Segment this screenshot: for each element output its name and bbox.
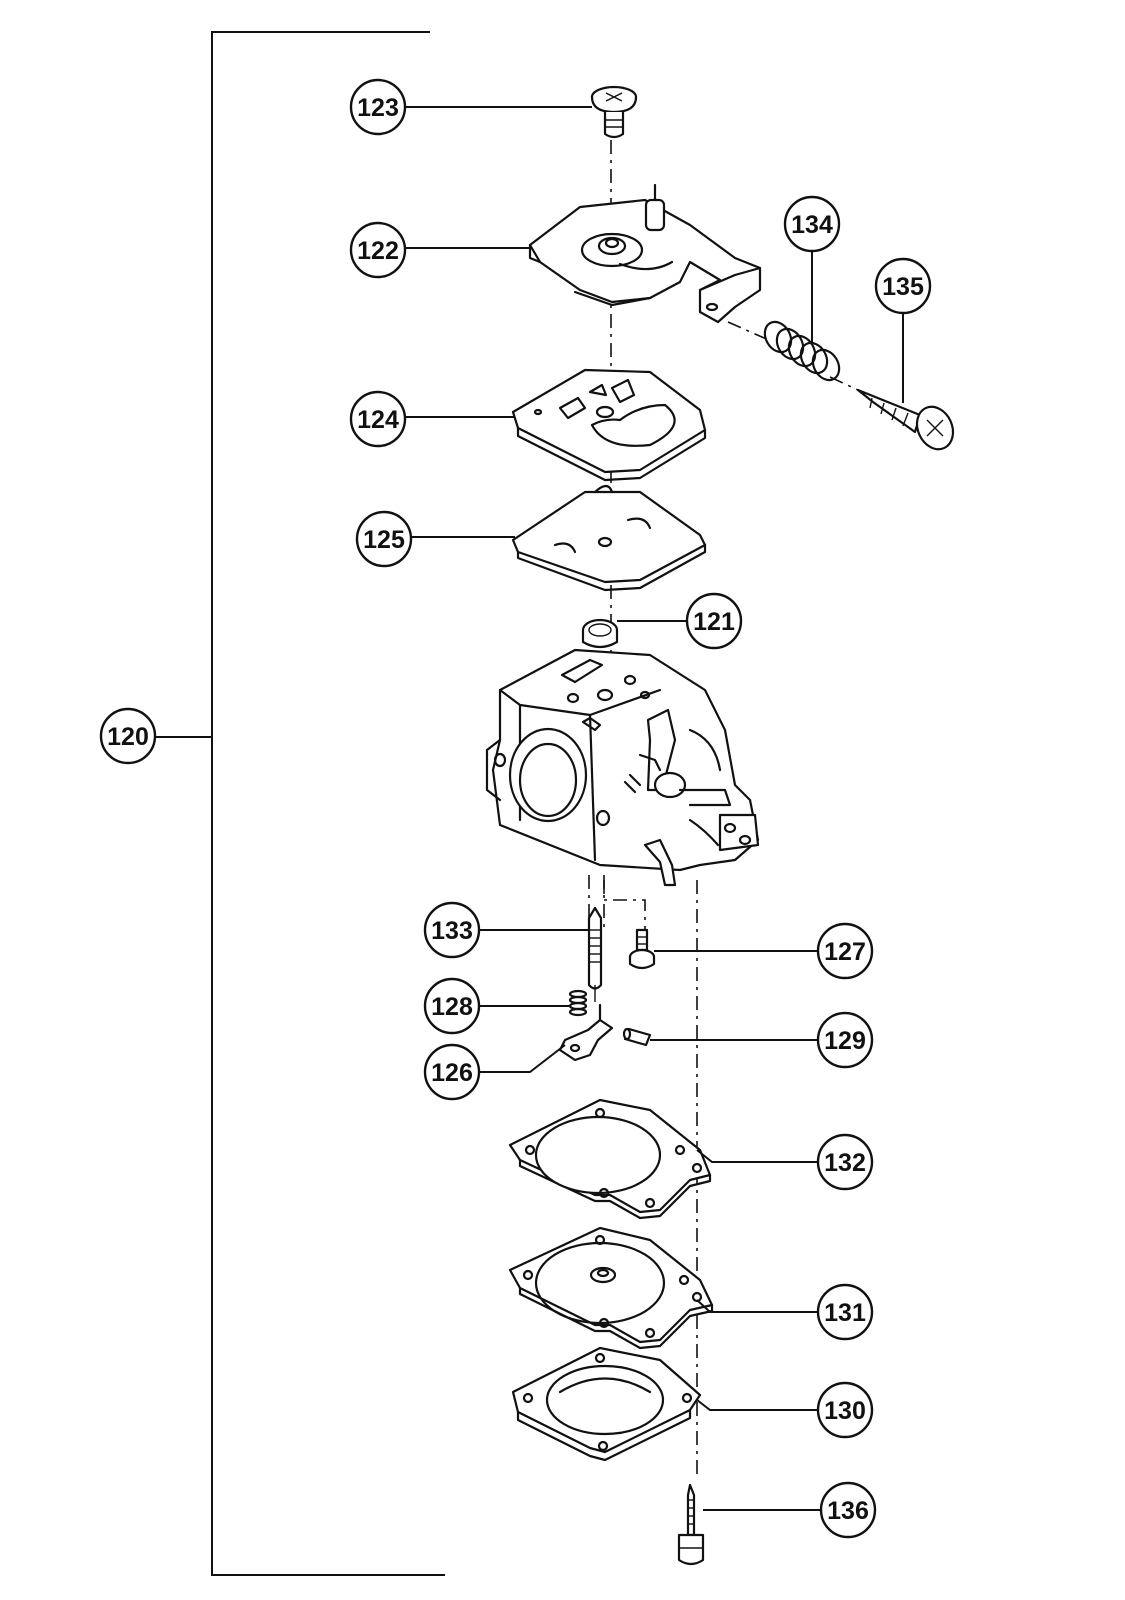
callout-label-134: 134 [791, 211, 833, 239]
callout-c126: 126 [423, 1043, 481, 1101]
part-123-screw [590, 85, 638, 139]
callout-c124: 124 [349, 390, 407, 448]
callout-label-135: 135 [882, 273, 924, 301]
part-128-spring [568, 989, 588, 1017]
assembly-bracket [155, 31, 445, 1576]
part-136-screw [677, 1483, 705, 1566]
part-134-spring [763, 320, 841, 382]
callout-label-128: 128 [431, 993, 473, 1021]
callout-label-121: 121 [693, 608, 735, 636]
callout-c128: 128 [423, 977, 481, 1035]
part-125-diaphragm [511, 484, 707, 592]
carburetor-body [485, 648, 760, 887]
part-129-pin [622, 1027, 652, 1047]
callout-c122: 122 [349, 221, 407, 279]
callout-label-122: 122 [357, 237, 399, 265]
callout-label-130: 130 [824, 1397, 866, 1425]
callout-label-124: 124 [357, 406, 399, 434]
callout-label-123: 123 [357, 94, 399, 122]
callout-label-127: 127 [824, 938, 866, 966]
part-121-filter [581, 618, 619, 649]
part-131-diaphragm [508, 1226, 714, 1350]
callout-c132: 132 [816, 1133, 874, 1191]
part-127-screw [628, 928, 656, 970]
callout-label-136: 136 [827, 1497, 869, 1525]
part-132-gasket [508, 1098, 712, 1220]
callout-label-131: 131 [824, 1299, 866, 1327]
callout-c135: 135 [874, 257, 932, 315]
callout-c123: 123 [349, 78, 407, 136]
part-130-cover [511, 1346, 702, 1462]
callout-c129: 129 [816, 1011, 874, 1069]
callout-c133: 133 [423, 901, 481, 959]
callout-label-120: 120 [107, 723, 149, 751]
part-122-pump-cover [528, 183, 762, 324]
part-124-gasket [511, 368, 707, 482]
callout-c130: 130 [816, 1381, 874, 1439]
leader-lines [405, 106, 904, 1511]
part-135-screw [856, 388, 955, 451]
callout-c136: 136 [819, 1481, 877, 1539]
callout-c125: 125 [355, 510, 413, 568]
callout-label-126: 126 [431, 1059, 473, 1087]
callout-label-125: 125 [363, 526, 405, 554]
callout-label-133: 133 [431, 917, 473, 945]
callout-c134: 134 [783, 195, 841, 253]
callout-c120: 120 [99, 707, 157, 765]
callout-label-132: 132 [824, 1149, 866, 1177]
callout-c121: 121 [685, 592, 743, 650]
part-126-metering-lever [558, 1003, 614, 1062]
part-133-inlet-needle [587, 906, 603, 1002]
callout-label-129: 129 [824, 1027, 866, 1055]
callout-c131: 131 [816, 1283, 874, 1341]
callout-c127: 127 [816, 922, 874, 980]
